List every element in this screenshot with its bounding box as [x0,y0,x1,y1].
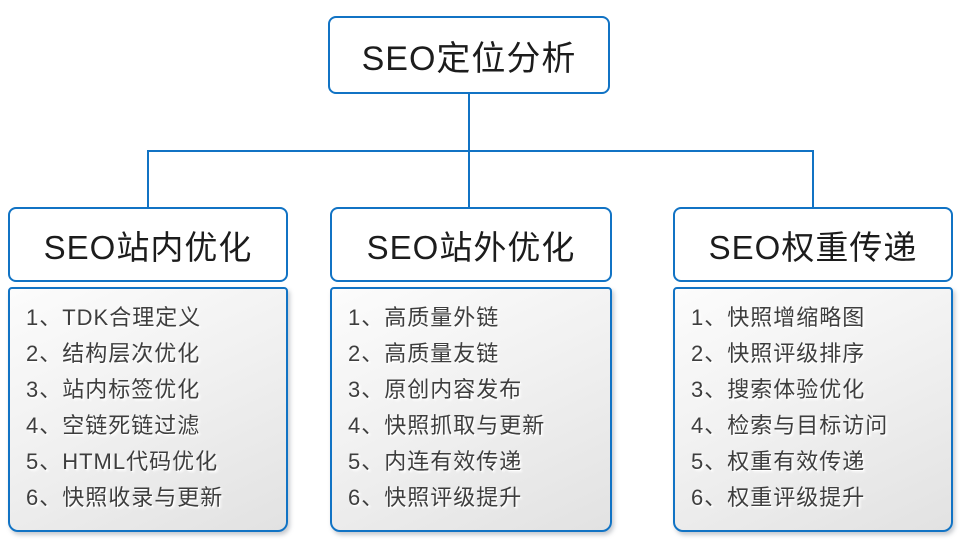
list-item: 3、搜索体验优化 [691,377,866,402]
connector-drop-middle [468,150,470,207]
connector-drop-left [147,150,149,207]
root-node-seo-positioning: SEO定位分析 [328,16,610,94]
branch-title: SEO站外优化 [366,228,576,266]
branch-header-onsite: SEO站内优化 [8,207,288,282]
branch-header-offsite: SEO站外优化 [330,207,612,282]
branch-weight-transfer: SEO权重传递 1、快照增缩略图 2、快照评级排序 3、搜索体验优化 4、检索与… [673,207,953,532]
list-item: 5、HTML代码优化 [26,449,219,474]
list-item: 4、空链死链过滤 [26,413,201,438]
connector-drop-right [812,150,814,207]
root-node-title: SEO定位分析 [361,39,577,78]
list-item: 2、快照评级排序 [691,341,866,366]
branch-title: SEO权重传递 [708,228,918,266]
list-item: 1、快照增缩略图 [691,305,866,330]
branch-list-offsite: 1、高质量外链 2、高质量友链 3、原创内容发布 4、快照抓取与更新 5、内连有… [330,287,612,532]
branch-offsite-optimization: SEO站外优化 1、高质量外链 2、高质量友链 3、原创内容发布 4、快照抓取与… [330,207,612,532]
list-item: 3、站内标签优化 [26,377,201,402]
list-item: 4、快照抓取与更新 [348,413,546,438]
branch-onsite-optimization: SEO站内优化 1、TDK合理定义 2、结构层次优化 3、站内标签优化 4、空链… [8,207,288,532]
list-item: 2、结构层次优化 [26,341,201,366]
list-item: 1、TDK合理定义 [26,305,202,330]
list-item: 4、检索与目标访问 [691,413,889,438]
list-item: 2、高质量友链 [348,341,500,366]
branch-list-onsite: 1、TDK合理定义 2、结构层次优化 3、站内标签优化 4、空链死链过滤 5、H… [8,287,288,532]
list-item: 6、快照收录与更新 [26,485,224,510]
list-item: 5、权重有效传递 [691,449,866,474]
connector-horizontal [147,150,814,152]
branch-title: SEO站内优化 [43,228,253,266]
branch-header-weight: SEO权重传递 [673,207,953,282]
list-item: 6、快照评级提升 [348,485,523,510]
list-item: 6、权重评级提升 [691,485,866,510]
branch-list-weight: 1、快照增缩略图 2、快照评级排序 3、搜索体验优化 4、检索与目标访问 5、权… [673,287,953,532]
list-item: 5、内连有效传递 [348,449,523,474]
list-item: 1、高质量外链 [348,305,500,330]
list-item: 3、原创内容发布 [348,377,523,402]
connector-root-vertical [468,93,470,151]
